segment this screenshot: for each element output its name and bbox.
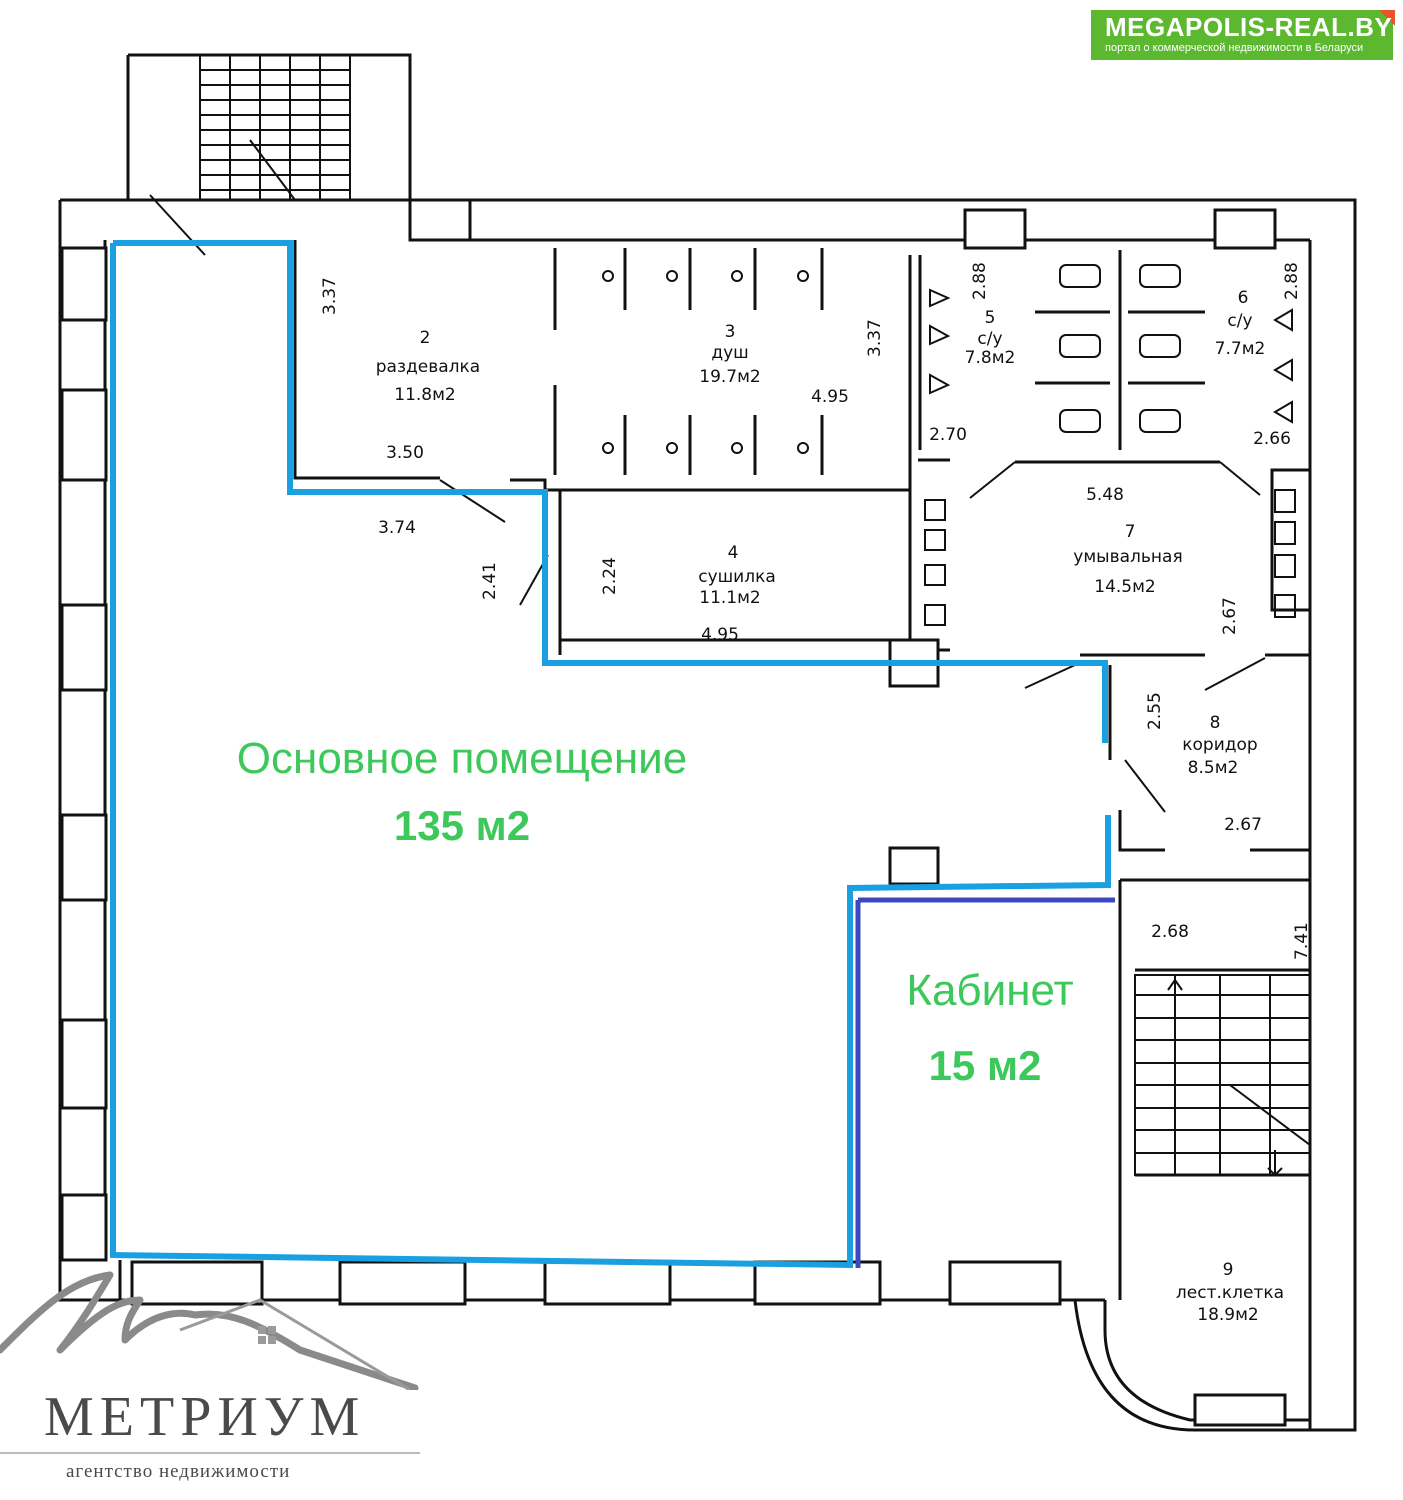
dim-r6-h: 2.88 [1282,262,1302,300]
room-name: коридор [1182,735,1257,755]
toilet-fixtures [924,264,1296,626]
dim-r8-w: 2.67 [1224,815,1262,835]
dim-r7-w: 5.48 [1086,485,1124,505]
dim-r4-h: 2.24 [600,557,620,595]
dim-r3-w: 4.95 [811,387,849,407]
logo-mark-icon [0,1271,419,1392]
room-6-label: 6 с/у 7.7м2 [1215,288,1266,359]
room-area: 8.5м2 [1188,758,1239,778]
top-staircase [149,54,351,256]
room-area: 14.5м2 [1094,577,1156,597]
logo-divider [0,1452,420,1454]
room-4-label: 4 сушилка 11.1м2 [698,543,776,608]
dimension-labels: 3.37 3.50 3.74 2.41 3.37 4.95 2.24 4.95 … [320,262,1312,960]
room-name: душ [711,343,748,363]
room-number: 8 [1210,713,1221,733]
dim-r2-h: 3.37 [320,277,340,315]
corner-arrow-icon [1379,10,1395,26]
dim-r9-w: 2.68 [1151,922,1189,942]
dim-r5-w: 2.70 [929,425,967,445]
room-area: 18.9м2 [1197,1305,1259,1325]
room-area: 7.8м2 [965,348,1016,368]
dim-r3-h: 3.37 [865,319,885,357]
dim-r2-w: 3.50 [386,443,424,463]
badge-subtitle: портал о коммерческой недвижимости в Бел… [1105,42,1364,54]
room-number: 4 [728,543,739,563]
megapolis-badge: MEGAPOLIS-REAL.BY портал о коммерческой … [1091,10,1395,60]
dim-r5-h: 2.88 [970,262,990,300]
dim-r9-h: 7.41 [1292,922,1312,960]
room-9-label: 9 лест.клетка 18.9м2 [1176,1260,1284,1325]
room-5-label: 5 с/у 7.8м2 [965,308,1016,368]
dim-r2-w2: 3.74 [378,518,416,538]
room-area: 11.8м2 [394,385,456,405]
room-name: с/у [977,329,1002,349]
agency-logo: МЕТРИУМ агентство недвижимости [0,1270,430,1500]
room-area: 7.7м2 [1215,339,1266,359]
top-windows [408,198,1312,612]
agency-tagline: агентство недвижимости [66,1461,291,1482]
room-number: 9 [1223,1260,1234,1280]
badge-title: MEGAPOLIS-REAL.BY [1105,12,1393,42]
room-number: 2 [420,328,431,348]
agency-name: МЕТРИУМ [44,1386,366,1448]
room-number: 3 [725,322,736,342]
room-name: сушилка [698,567,776,587]
dim-r7-h: 2.67 [1220,597,1240,635]
right-staircase [1134,974,1311,1177]
room-number: 7 [1125,522,1136,542]
main-space-outline-lower [110,243,1111,1269]
room-7-label: 7 умывальная 14.5м2 [1073,522,1182,597]
room-area: 11.1м2 [699,588,761,608]
room-name: с/у [1227,311,1252,331]
dim-r4-w: 4.95 [701,625,739,645]
dim-r8-h: 2.55 [1145,692,1165,730]
main-space-outline [113,240,1108,743]
left-windows [60,246,108,1262]
room-8-label: 8 коридор 8.5м2 [1182,713,1257,778]
room-number: 5 [985,308,996,328]
room-2-label: 2 раздевалка 11.8м2 [376,328,480,405]
room-name: лест.клетка [1176,1283,1284,1303]
room-name: раздевалка [376,357,480,377]
dim-r6-w: 2.66 [1253,429,1291,449]
cabinet-area: 15 м2 [929,1042,1042,1089]
room-name: умывальная [1073,547,1182,567]
room-area: 19.7м2 [699,367,761,387]
dim-door-241: 2.41 [480,562,500,600]
room-3-label: 3 душ 19.7м2 [699,322,761,387]
main-space-name: Основное помещение [237,734,687,783]
cabinet-name: Кабинет [906,966,1073,1015]
shower-stalls [602,248,824,475]
main-space-area: 135 м2 [394,802,530,849]
room-number: 6 [1238,288,1249,308]
